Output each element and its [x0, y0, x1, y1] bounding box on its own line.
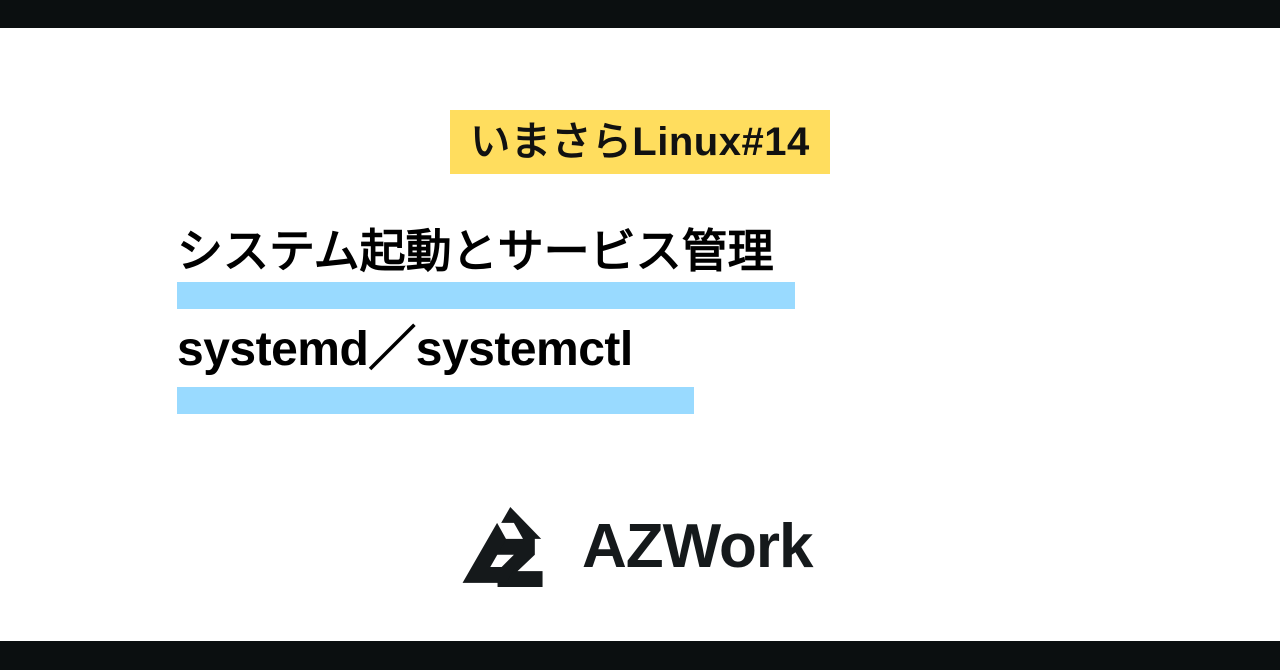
- bottom-band: [0, 641, 1280, 670]
- azwork-triangle-z-mark: [462, 507, 543, 587]
- azwork-logo: AZWork: [462, 505, 814, 589]
- episode-badge-label: いまさらLinux#14: [470, 120, 810, 164]
- title-underline-2: [177, 387, 694, 414]
- headline-block: システム起動とサービス管理 systemd／systemctl: [177, 228, 1137, 414]
- top-band: [0, 0, 1280, 28]
- azwork-wordmark: AZWork: [582, 512, 814, 581]
- title-line-1: システム起動とサービス管理: [177, 225, 774, 277]
- title-underline-1: [177, 282, 795, 309]
- title-line-2: systemd／systemctl: [177, 323, 633, 376]
- episode-badge: いまさらLinux#14: [450, 110, 830, 174]
